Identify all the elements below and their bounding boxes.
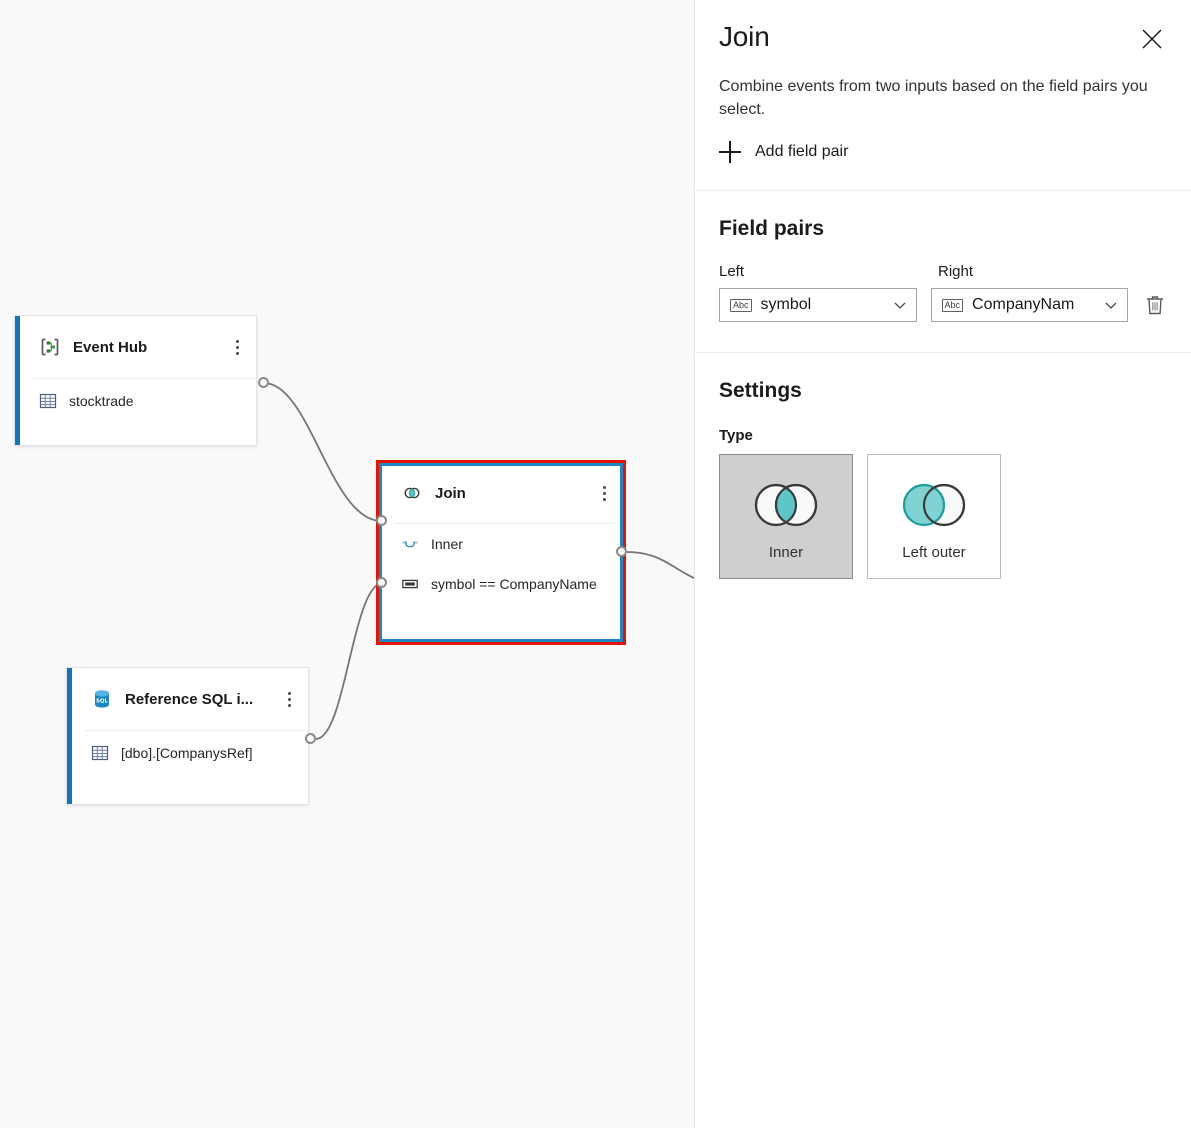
- node-accent-bar: [67, 668, 72, 804]
- join-type-option-inner[interactable]: Inner: [719, 454, 853, 580]
- left-field-value: symbol: [760, 296, 812, 314]
- node-title: Join: [435, 484, 466, 502]
- node-body: stocktrade: [15, 379, 256, 423]
- right-column-label: Right: [938, 263, 974, 281]
- node-menu-button[interactable]: [280, 687, 298, 711]
- join-type-options: Inner Left outer: [719, 444, 1167, 580]
- port-eventhub-output[interactable]: [258, 377, 269, 388]
- connection-edges: [263, 382, 694, 740]
- node-divider: [395, 523, 615, 524]
- node-title: Reference SQL i...: [125, 690, 254, 708]
- close-glyph: [1142, 29, 1162, 49]
- node-accent-bar: [15, 316, 20, 445]
- node-body: [dbo].[CompanysRef]: [67, 731, 308, 775]
- join-venn-icon: [404, 487, 420, 499]
- chevron-down-icon: [894, 302, 905, 310]
- node-header: Join: [379, 463, 623, 523]
- chevron-down-icon: [1105, 302, 1117, 310]
- join-properties-panel: Join Combine events from two inputs base…: [695, 0, 1191, 1128]
- venn-left-outer-icon: [902, 484, 966, 527]
- node-header: SQL Reference SQL i...: [67, 668, 308, 730]
- node-title: Event Hub: [73, 338, 148, 356]
- node-body: Inner symbol == CompanyName: [379, 524, 623, 604]
- node-join[interactable]: Join Inner: [376, 460, 626, 645]
- right-field-select[interactable]: Abc CompanyNam: [930, 288, 1129, 323]
- right-field-value: CompanyNam: [972, 296, 1075, 314]
- left-column-label: Left: [719, 263, 745, 281]
- field-pair-row: Abc symbol Abc CompanyNam: [719, 280, 1167, 323]
- add-field-pair-button[interactable]: Add field pair: [719, 141, 849, 164]
- port-refsql-output[interactable]: [305, 733, 316, 744]
- node-row-label: symbol == CompanyName: [431, 576, 597, 592]
- node-menu-button[interactable]: [595, 481, 613, 505]
- table-icon: [39, 393, 57, 409]
- plus-icon: [719, 141, 741, 164]
- trash-icon: [1146, 296, 1163, 315]
- port-join-output[interactable]: [616, 546, 627, 557]
- field-pairs-column-headers: Left Right: [719, 241, 1167, 280]
- node-row: symbol == CompanyName: [401, 564, 623, 604]
- sql-database-icon: SQL: [95, 690, 109, 708]
- string-type-icon: Abc: [941, 298, 964, 312]
- node-row: [dbo].[CompanysRef]: [91, 731, 308, 775]
- node-reference-sql[interactable]: SQL Reference SQL i... [dbo].[CompanysRe…: [66, 667, 309, 805]
- node-row-label: [dbo].[CompanysRef]: [121, 745, 253, 761]
- section-divider: [695, 190, 1191, 192]
- section-divider: [695, 352, 1191, 354]
- node-divider: [85, 730, 308, 731]
- string-type-icon: Abc: [730, 298, 752, 312]
- delete-field-pair-button[interactable]: [1142, 290, 1167, 320]
- node-row-label: Inner: [431, 536, 463, 552]
- join-type-option-left-outer[interactable]: Left outer: [867, 454, 1001, 580]
- venn-inner-icon: [754, 484, 818, 527]
- page-title: Join: [719, 21, 770, 52]
- port-join-input-right[interactable]: [376, 577, 387, 588]
- node-row: Inner: [401, 524, 623, 564]
- add-field-pair-label: Add field pair: [755, 143, 849, 161]
- node-header: Event Hub: [15, 316, 256, 378]
- node-menu-button[interactable]: [228, 335, 246, 359]
- pipeline-canvas[interactable]: Event Hub stocktrade: [0, 0, 695, 1128]
- field-pair-icon: [402, 579, 418, 589]
- svg-text:SQL: SQL: [96, 699, 108, 705]
- table-icon: [91, 745, 109, 761]
- join-type-inner-label: Inner: [768, 544, 804, 562]
- join-type-left-outer-label: Left outer: [902, 544, 966, 562]
- node-row: stocktrade: [39, 379, 256, 423]
- event-hub-icon: [41, 338, 59, 356]
- node-divider: [33, 378, 256, 379]
- node-event-hub[interactable]: Event Hub stocktrade: [14, 315, 257, 446]
- settings-heading: Settings: [719, 379, 802, 403]
- node-row-label: stocktrade: [69, 393, 134, 409]
- left-field-select[interactable]: Abc symbol: [719, 288, 917, 323]
- panel-description: Combine events from two inputs based on …: [719, 77, 1148, 118]
- close-icon[interactable]: [1131, 18, 1173, 60]
- field-pairs-heading: Field pairs: [719, 217, 825, 241]
- port-join-input-left[interactable]: [376, 515, 387, 526]
- join-type-icon: [402, 541, 418, 548]
- type-label: Type: [719, 427, 753, 445]
